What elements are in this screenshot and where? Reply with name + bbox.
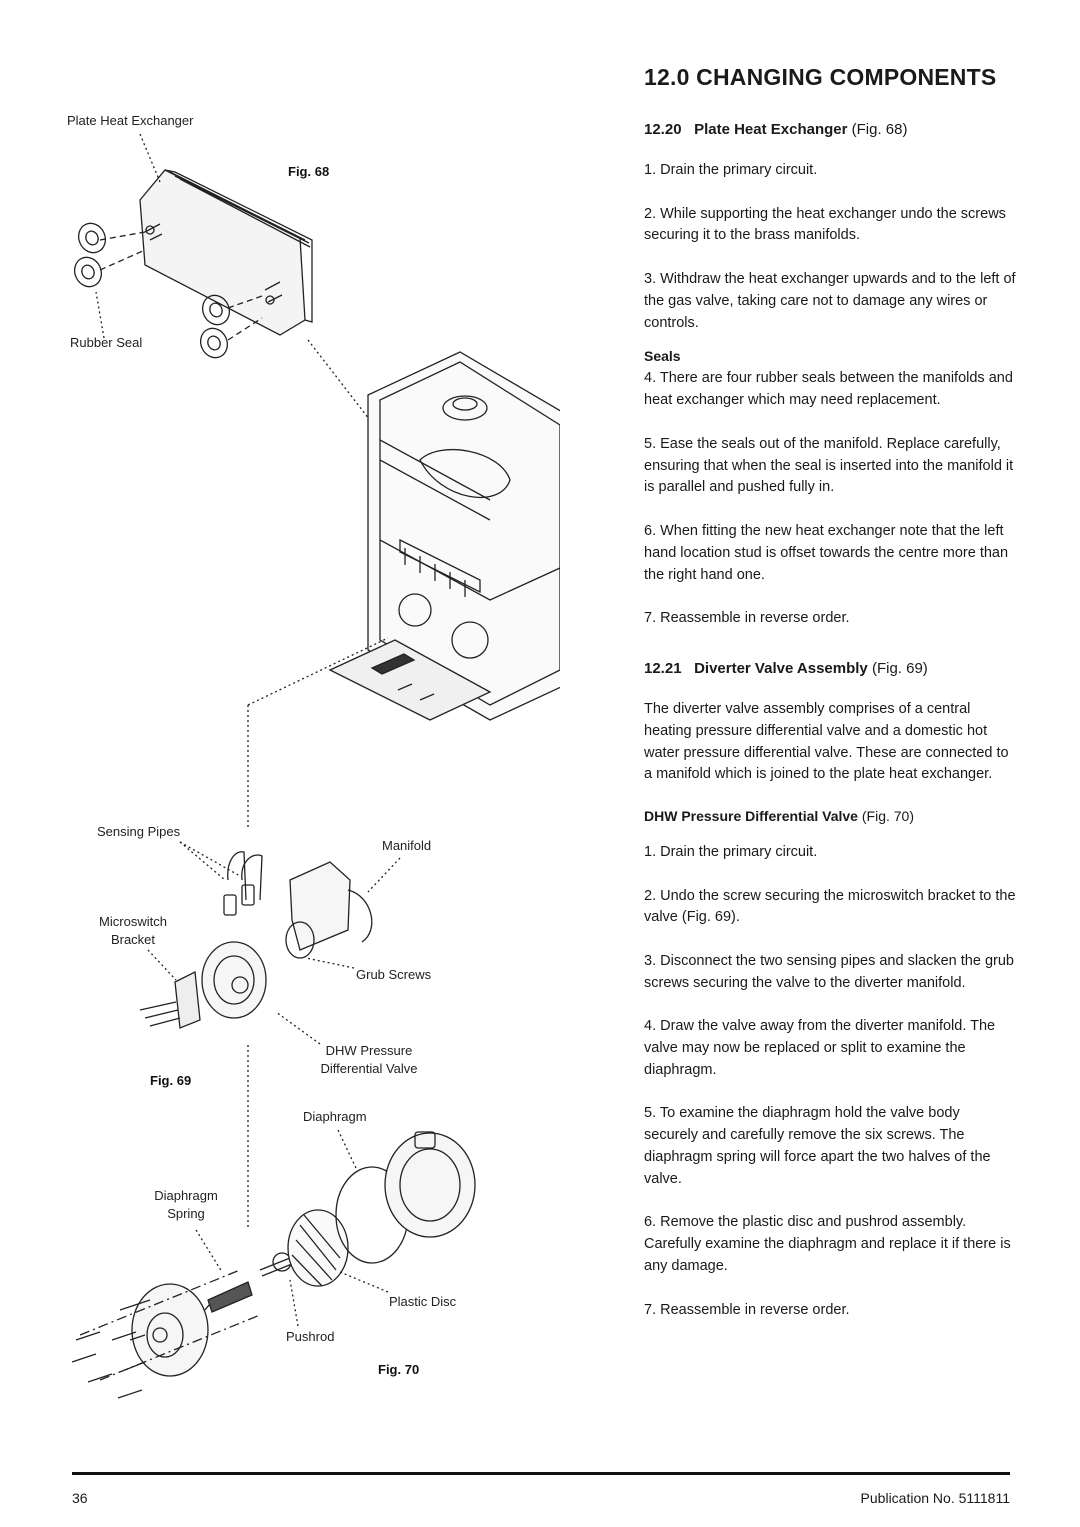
step-paragraph: 1. Drain the primary circuit.	[644, 843, 818, 860]
fig68-heat-exchanger-drawing	[99, 169, 313, 341]
section-title: Plate Heat Exchanger	[694, 121, 848, 138]
section-number: 12.20	[644, 121, 682, 138]
intro-paragraph: The diverter valve assembly comprises of…	[644, 700, 1009, 783]
boiler-cutaway-drawing	[328, 351, 560, 721]
label-plate-heat-exchanger: Plate Heat Exchanger	[67, 113, 194, 128]
label-diaphragm-spring: Diaphragm Spring	[154, 1188, 218, 1221]
fig69-diverter-drawing	[139, 851, 373, 1029]
step-paragraph: 1. Drain the primary circuit.	[644, 162, 818, 178]
page-title: 12.0 CHANGING COMPONENTS	[644, 64, 997, 90]
fig70-exploded-valve-drawing	[71, 1131, 476, 1399]
step-paragraph: 6. Remove the plastic disc and pushrod a…	[644, 1214, 1011, 1275]
step-paragraph: 2. Undo the screw securing the microswit…	[644, 887, 1016, 926]
section-figref: (Fig. 68)	[851, 121, 908, 138]
component-illustrations	[71, 133, 560, 1399]
subheading-dhw-valve: DHW Pressure Differential Valve (Fig. 70…	[644, 808, 1016, 824]
step-paragraph: 6. When fitting the new heat exchanger n…	[644, 522, 1009, 583]
step-paragraph: 7. Reassemble in reverse order.	[644, 610, 850, 627]
step-paragraph: 7. Reassemble in reverse order.	[644, 1301, 850, 1318]
leader-diaphragm	[337, 1129, 357, 1169]
subheading-text: DHW Pressure Differential Valve	[644, 807, 858, 824]
label-grub-screws: Grub Screws	[356, 967, 432, 982]
fig70-caption: Fig. 70	[378, 1362, 420, 1377]
label-sensing-pipes: Sensing Pipes	[97, 824, 181, 839]
label-plastic-disc: Plastic Disc	[389, 1294, 457, 1309]
publication-number: Publication No. 5111811	[860, 1490, 1010, 1506]
step-paragraph: 4. There are four rubber seals between t…	[644, 370, 1013, 409]
rubber-seals-drawing	[73, 222, 231, 359]
step-paragraph: 3. Withdraw the heat exchanger upwards a…	[644, 270, 1016, 331]
fig69-caption: Fig. 69	[150, 1073, 192, 1088]
step-paragraph: 4. Draw the valve away from the diverter…	[644, 1018, 996, 1078]
label-diaphragm: Diaphragm	[303, 1109, 367, 1124]
subheading-seals: Seals	[644, 348, 681, 365]
leader-plastic-disc	[339, 1271, 389, 1293]
fig68-caption: Fig. 68	[288, 164, 330, 179]
section-figref: (Fig. 69)	[871, 659, 928, 677]
section-number: 12.21	[644, 659, 682, 677]
label-pushrod: Pushrod	[286, 1329, 335, 1344]
leader-dhw-valve	[275, 1011, 321, 1045]
label-manifold: Manifold	[382, 838, 432, 853]
leader-pushrod	[289, 1279, 299, 1327]
step-paragraph: 5. Ease the seals out of the manifold. R…	[644, 435, 1014, 496]
leader-microswitch	[147, 949, 177, 981]
label-dhw-pressure-differential-valve: DHW Pressure Differential Valve	[320, 1043, 418, 1076]
section-12-20-heading: 12.20 Plate Heat Exchanger (Fig. 68)	[644, 121, 1016, 138]
step-paragraph: 2. While supporting the heat exchanger u…	[644, 205, 1006, 244]
step-paragraph: 5. To examine the diaphragm hold the val…	[644, 1105, 991, 1187]
leader-rubber-seal	[95, 291, 105, 339]
leader-manifold	[367, 857, 401, 893]
leader-sensing-pipes	[179, 841, 226, 881]
label-rubber-seal: Rubber Seal	[70, 335, 143, 350]
subheading-figref: (Fig. 70)	[861, 807, 914, 824]
leader-plate-heat-exchanger	[139, 133, 161, 183]
leader-fig68-to-boiler	[307, 339, 421, 486]
step-paragraph: 3. Disconnect the two sensing pipes and …	[644, 952, 1014, 991]
leader-diaphragm-spring	[195, 1229, 223, 1273]
leader-grub-screws	[305, 957, 355, 969]
instructions-column: 12.0 CHANGING COMPONENTS 12.20 Plate Hea…	[644, 64, 1016, 1343]
page-number: 36	[72, 1490, 88, 1506]
footer-rule	[72, 1472, 1010, 1475]
section-title: Diverter Valve Assembly	[694, 659, 868, 677]
label-microswitch-bracket: Microswitch Bracket	[99, 914, 167, 947]
section-12-21-heading: 12.21 Diverter Valve Assembly (Fig. 69)	[644, 660, 1016, 677]
